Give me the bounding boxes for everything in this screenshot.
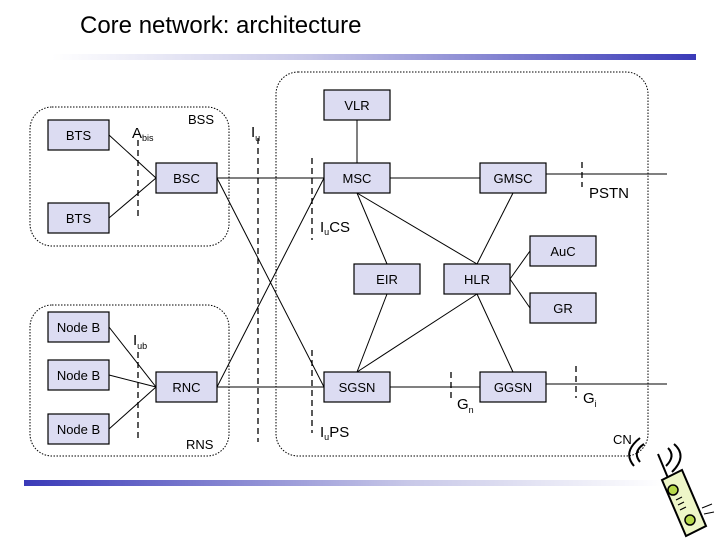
iu-label: Iu: [251, 124, 260, 143]
connections: [108, 120, 667, 430]
node-nodeb-2[interactable]: Node B: [47, 359, 110, 391]
edge-hlr-auc: [509, 250, 531, 280]
iups-label: IuPS: [320, 424, 349, 442]
node-label: Node B: [57, 368, 100, 383]
node-label: HLR: [464, 272, 490, 287]
node-label: BSC: [173, 171, 200, 186]
node-label: GR: [553, 301, 573, 316]
iub-label: Iub: [133, 332, 147, 351]
node-label: RNC: [172, 380, 200, 395]
bss-container: [29, 106, 230, 247]
node-bts-2[interactable]: BTS: [47, 202, 110, 234]
pstn-label: PSTN: [589, 185, 629, 202]
rns-container: [29, 304, 230, 457]
edge-bts2-bsc: [108, 177, 157, 219]
edge-hlr-sgsn: [356, 293, 478, 373]
node-eir[interactable]: EIR: [353, 263, 421, 295]
edge-msc-eir: [356, 192, 388, 265]
cn-label: CN: [613, 432, 632, 447]
edge-nodeb3-rnc: [108, 386, 157, 430]
edge-gmsc-hlr: [476, 192, 514, 265]
gn-label: Gn: [457, 396, 474, 415]
node-hlr[interactable]: HLR: [443, 263, 511, 295]
gi-label: Gi: [583, 390, 597, 409]
node-bsc[interactable]: BSC: [155, 162, 218, 194]
edge-bts1-bsc: [108, 134, 157, 179]
rns-label: RNS: [186, 437, 214, 452]
node-label: SGSN: [339, 380, 376, 395]
edge-eir-sgsn: [356, 293, 388, 373]
node-label: VLR: [344, 98, 369, 113]
bss-label: BSS: [188, 112, 214, 127]
node-sgsn[interactable]: SGSN: [323, 371, 391, 403]
edge-nodeb2-rnc: [108, 374, 157, 388]
node-rnc[interactable]: RNC: [155, 371, 218, 403]
node-label: BTS: [66, 211, 92, 226]
edge-hlr-ggsn: [476, 293, 514, 373]
node-label: BTS: [66, 128, 92, 143]
node-label: AuC: [550, 244, 575, 259]
edge-hlr-gr: [509, 278, 531, 309]
node-nodeb-3[interactable]: Node B: [47, 413, 110, 445]
node-vlr[interactable]: VLR: [323, 89, 391, 121]
node-gmsc[interactable]: GMSC: [479, 162, 547, 194]
abis-label: Abis: [132, 125, 154, 143]
node-gr[interactable]: GR: [529, 292, 597, 324]
node-ggsn[interactable]: GGSN: [479, 371, 547, 403]
slide-title: Core network: architecture: [80, 12, 362, 39]
cn-container: [275, 71, 649, 457]
footer-bar: [24, 480, 664, 486]
node-label: Node B: [57, 422, 100, 437]
mobile-phone-icon: [628, 437, 715, 538]
node-label: EIR: [376, 272, 398, 287]
edge-msc-hlr: [356, 192, 478, 265]
node-label: MSC: [343, 171, 372, 186]
node-msc[interactable]: MSC: [323, 162, 391, 194]
node-nodeb-1[interactable]: Node B: [47, 311, 110, 343]
node-bts-1[interactable]: BTS: [47, 119, 110, 151]
node-auc[interactable]: AuC: [529, 235, 597, 267]
edge-nodeb1-rnc: [108, 326, 157, 388]
title-underline-bar: [52, 54, 696, 60]
edge-rnc-msc: [216, 177, 325, 388]
node-label: Node B: [57, 320, 100, 335]
iucs-label: IuCS: [320, 219, 350, 237]
node-label: GGSN: [494, 380, 532, 395]
node-label: GMSC: [494, 171, 533, 186]
